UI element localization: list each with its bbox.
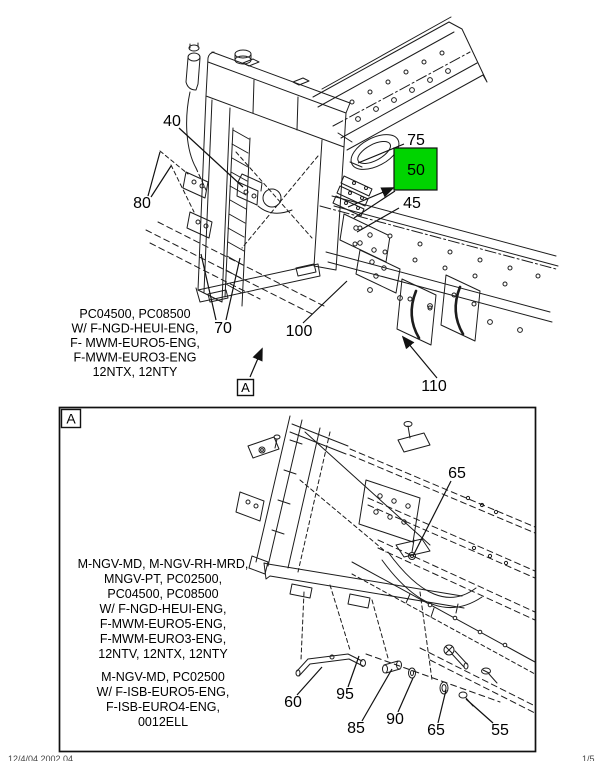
upper-radiator-frame xyxy=(185,42,351,307)
lower-frame-rails xyxy=(349,448,536,714)
footer-page-number: 1/5 xyxy=(582,754,595,761)
upper-callouts: 40 80 75 50 45 70 100 110 xyxy=(133,113,447,395)
callout-110[interactable]: 110 xyxy=(421,378,447,395)
panel-label-a: A xyxy=(66,411,76,427)
callout-40[interactable]: 40 xyxy=(163,113,181,130)
upper-applicability-note: PC04500, PC08500 W/ F-NGD-HEUI-ENG, F- M… xyxy=(70,307,200,379)
upper-shim-stack xyxy=(332,175,373,217)
lower-callouts: 65 60 95 85 90 65 55 xyxy=(284,465,509,739)
callout-50[interactable]: 50 xyxy=(407,162,425,179)
upper-leader-lines xyxy=(147,127,438,379)
note-line: W/ F-ISB-EURO5-ENG, xyxy=(97,685,230,699)
callout-75[interactable]: 75 xyxy=(407,132,425,149)
upper-clip-brackets xyxy=(396,274,481,346)
detail-ref-a: A xyxy=(236,347,263,397)
callout-65-top[interactable]: 65 xyxy=(448,465,466,482)
note-line: PC04500, PC08500 xyxy=(107,587,218,601)
note-line: 0012ELL xyxy=(138,715,188,729)
note-line: F-ISB-EURO4-ENG, xyxy=(106,700,220,714)
lower-crossmember xyxy=(263,421,483,618)
lower-leader-lines xyxy=(296,480,494,724)
note-line: M-NGV-MD, PC02500 xyxy=(101,670,225,684)
note-line: 12NTX, 12NTY xyxy=(93,365,178,379)
note-line: 12NTV, 12NTX, 12NTY xyxy=(98,647,228,661)
footer-date-text: 12/4/04 2002 04 xyxy=(8,754,74,761)
callout-60[interactable]: 60 xyxy=(284,694,302,711)
lower-applicability-note-1: M-NGV-MD, M-NGV-RH-MRD, MNGV-PT, PC02500… xyxy=(78,557,249,661)
note-line: MNGV-PT, PC02500, xyxy=(104,572,222,586)
lower-applicability-note-2: M-NGV-MD, PC02500 W/ F-ISB-EURO5-ENG, F-… xyxy=(97,670,230,729)
highlight-box[interactable] xyxy=(393,147,438,191)
note-line: M-NGV-MD, M-NGV-RH-MRD, xyxy=(78,557,249,571)
callout-95[interactable]: 95 xyxy=(336,686,354,703)
callout-90[interactable]: 90 xyxy=(386,711,404,728)
callout-70[interactable]: 70 xyxy=(214,320,232,337)
callout-100[interactable]: 100 xyxy=(286,323,313,340)
note-line: W/ F-NGD-HEUI-ENG, xyxy=(99,602,226,616)
callout-85[interactable]: 85 xyxy=(347,720,365,737)
detail-panel-border xyxy=(58,406,537,753)
note-line: PC04500, PC08500 xyxy=(79,307,190,321)
callout-45[interactable]: 45 xyxy=(403,195,421,212)
upper-top-rail xyxy=(312,16,488,151)
callout-80[interactable]: 80 xyxy=(133,195,151,212)
note-line: F-MWM-EURO3-ENG, xyxy=(100,632,226,646)
upper-air-duct xyxy=(337,132,400,170)
callout-55[interactable]: 55 xyxy=(491,722,509,739)
lower-assembly-line-art xyxy=(235,415,536,714)
detail-ref-label: A xyxy=(241,380,250,395)
upper-mount-plates xyxy=(339,213,401,294)
note-line: W/ F-NGD-HEUI-ENG, xyxy=(71,322,198,336)
note-line: F-MWM-EURO3-ENG xyxy=(74,351,197,365)
note-line: F-MWM-EURO5-ENG, xyxy=(100,617,226,631)
upper-left-brackets xyxy=(159,150,213,239)
callout-65-bottom[interactable]: 65 xyxy=(427,722,445,739)
note-line: F- MWM-EURO5-ENG, xyxy=(70,336,200,350)
lower-support-tower xyxy=(235,415,431,575)
lower-fasteners xyxy=(295,644,501,707)
detail-panel-label: A xyxy=(60,408,82,429)
upper-lower-rail xyxy=(319,195,559,333)
upper-assembly-line-art xyxy=(145,16,559,346)
